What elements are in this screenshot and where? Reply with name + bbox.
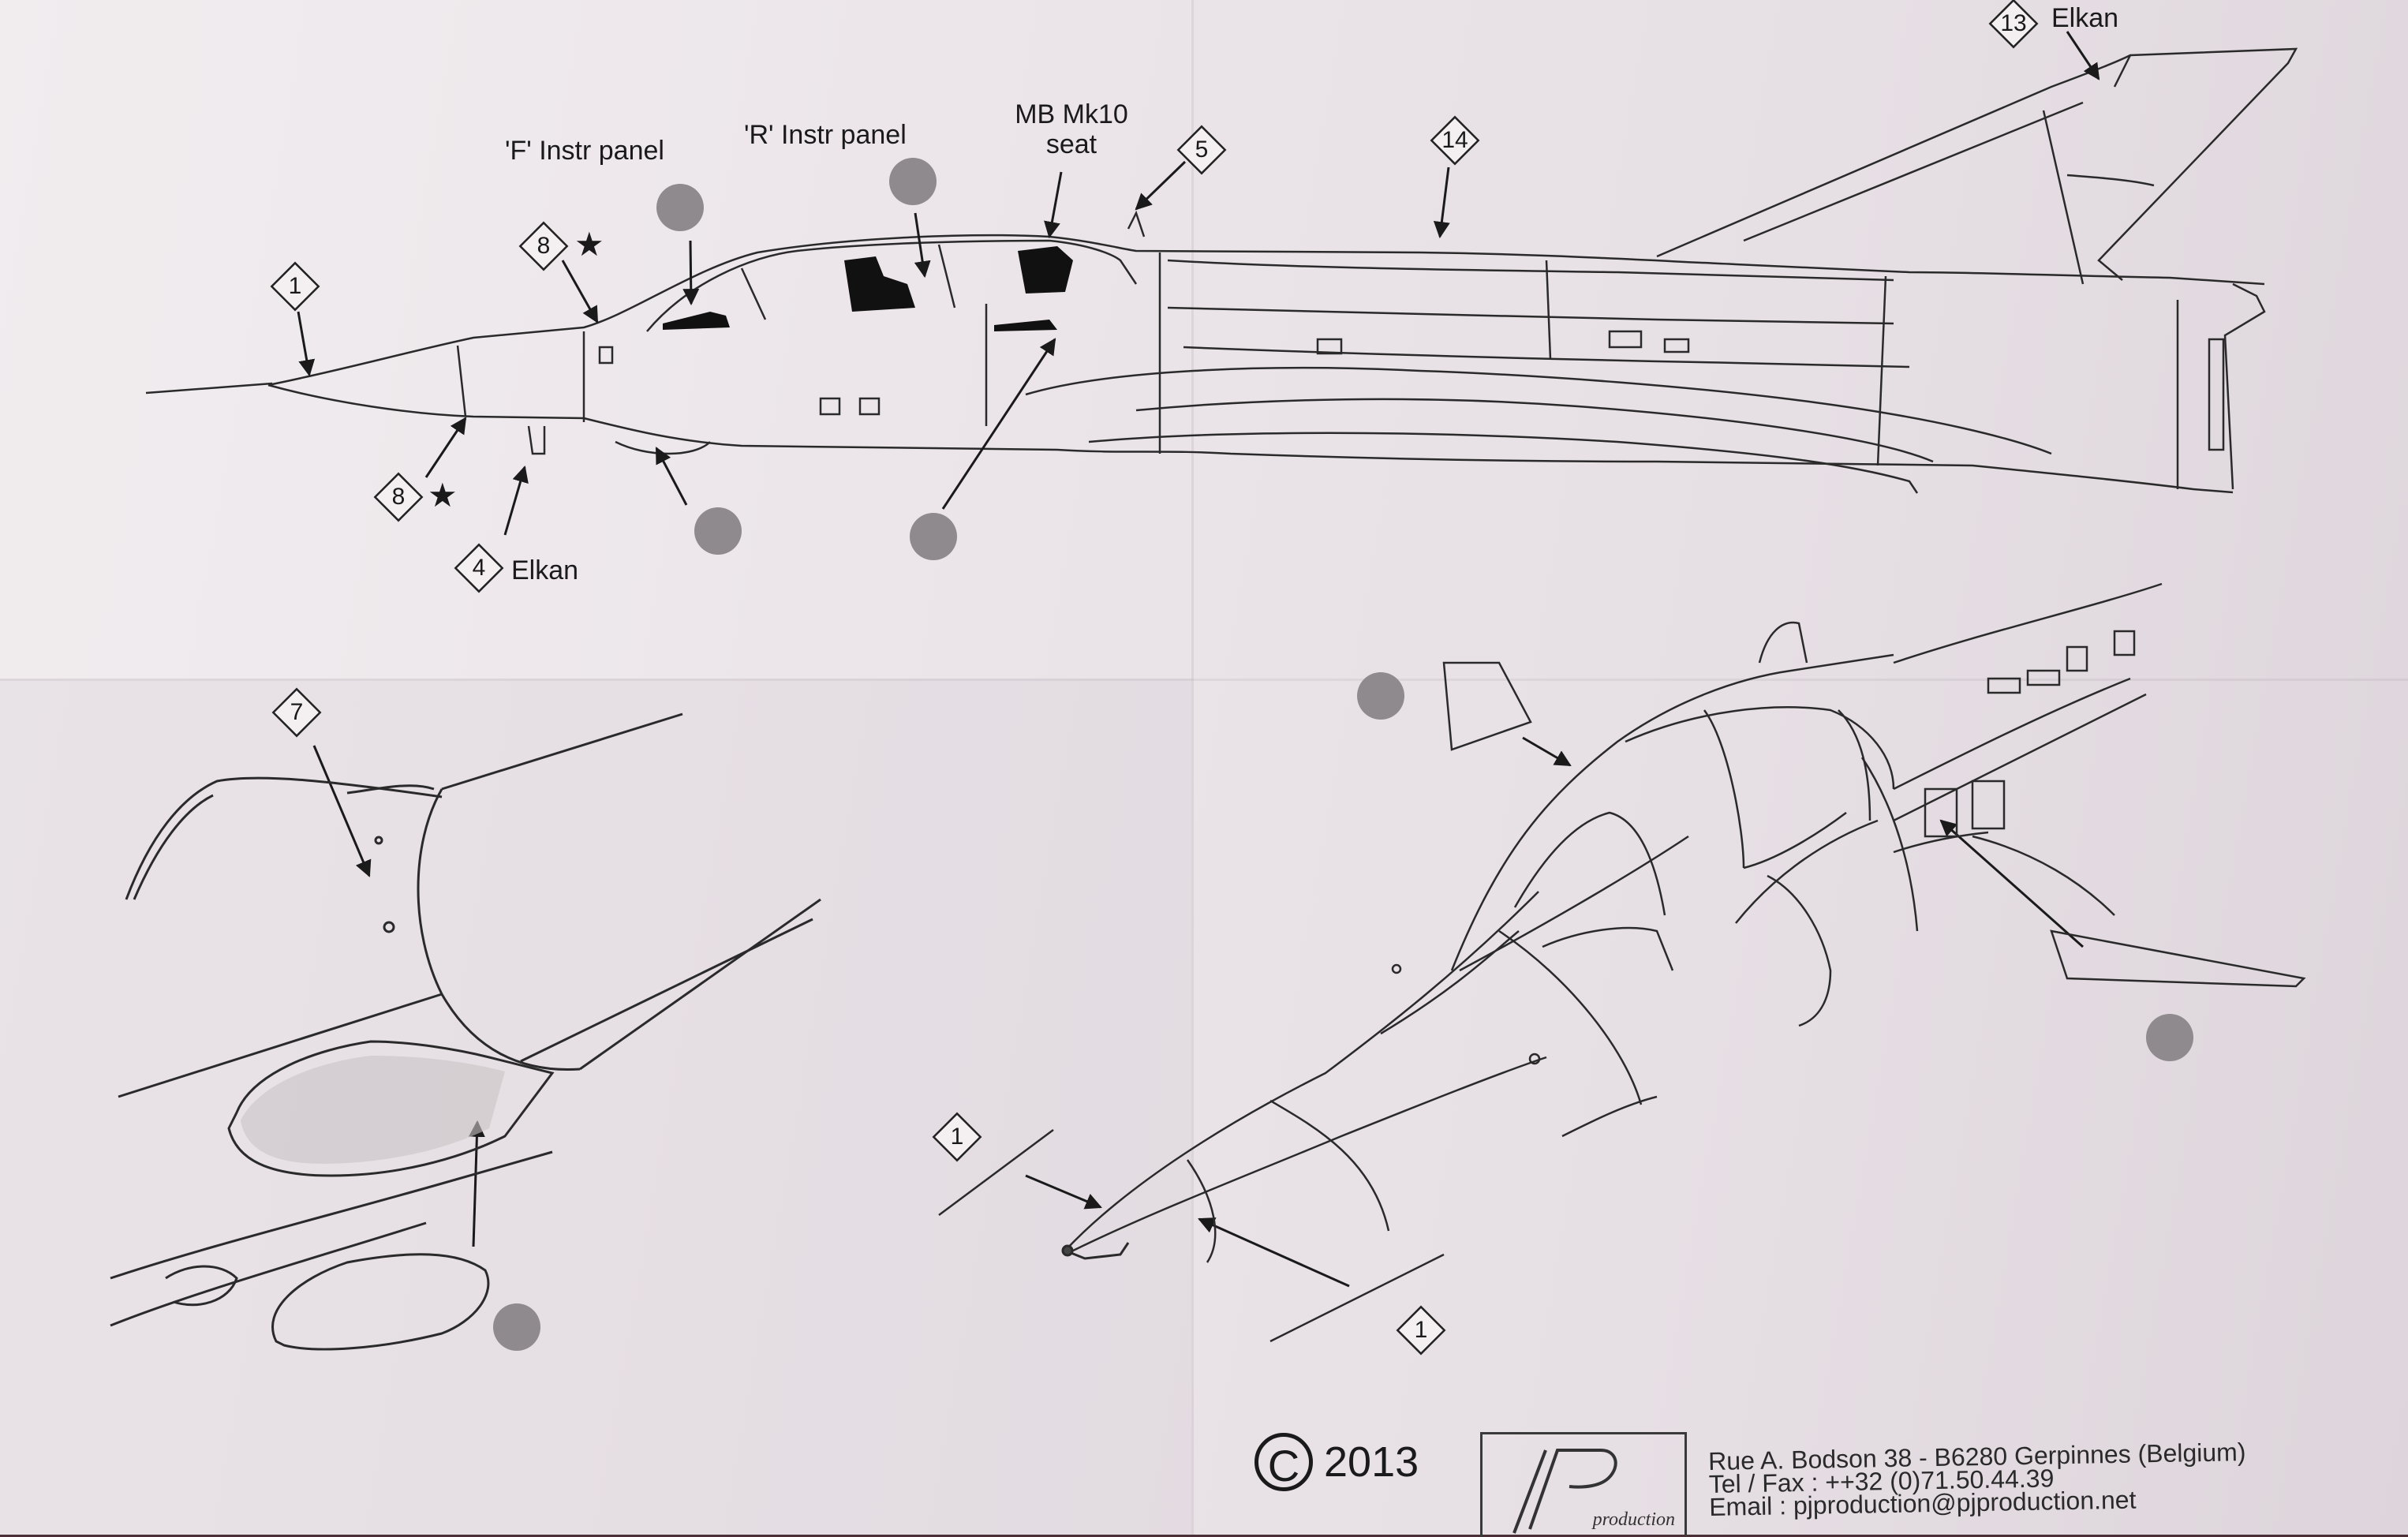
callout-1-low-right: 1 [1414,1317,1428,1343]
front-view-aircraft [938,582,2306,1343]
callout-5: 5 [1195,136,1209,163]
copyright-symbol: C [1254,1433,1313,1491]
callout-7: 7 [290,699,304,725]
grey-markers [493,158,2193,1351]
label-seat-line1: MB Mk10 [1015,99,1128,129]
callout-8-upper: 8 [537,233,551,259]
fold-line-vertical [1191,0,1194,1535]
asterisk-lower: ★ [428,477,458,514]
fold-line-horizontal [0,679,2408,681]
closeup-view [110,712,821,1351]
cockpit-fills [663,246,1073,331]
callout-diamonds [270,0,2039,1356]
callout-14: 14 [1441,127,1468,153]
callout-1-top: 1 [288,273,302,299]
asterisk-upper: ★ [574,226,604,263]
label-r-instr-panel: 'R' Instr panel [744,120,907,150]
paper-shadow [0,679,1191,1535]
logo-text: production [1592,1509,1675,1530]
side-view-aircraft [145,47,2298,494]
front-view-details [1061,1242,1130,1260]
label-seat: MB Mk10 seat [1015,99,1128,159]
leader-arrows [297,31,2100,1288]
copyright-year: 2013 [1324,1438,1419,1486]
callout-8-lower: 8 [391,484,406,510]
label-f-instr-panel: 'F' Instr panel [505,136,664,166]
logo-mark [1512,1449,1617,1534]
label-elkan-nose: Elkan [511,555,579,585]
callout-1-low-left: 1 [950,1124,964,1150]
label-elkan-tail: Elkan [2051,3,2119,33]
label-seat-line2: seat [1045,129,1097,159]
callout-4: 4 [472,555,486,581]
callout-13: 13 [2000,10,2027,36]
contact-block: Rue A. Bodson 38 - B6280 Gerpinnes (Belg… [1708,1438,2247,1521]
pj-production-logo: production [1480,1432,1687,1537]
closeup-panel-shade [241,1056,505,1164]
